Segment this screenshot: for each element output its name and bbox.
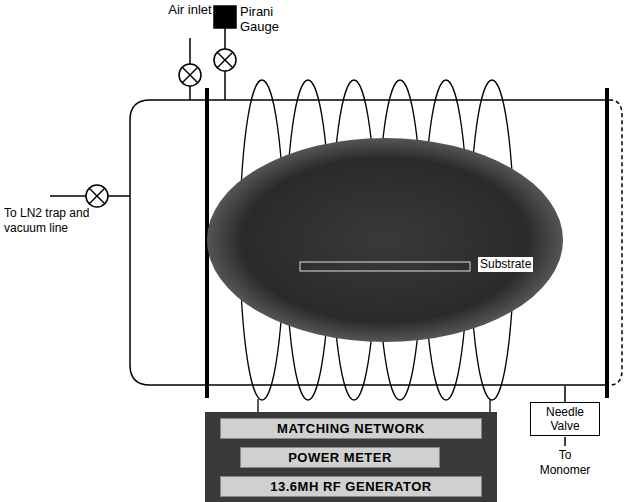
substrate-label: Substrate <box>478 257 533 272</box>
pipe-label: To Monomer <box>532 448 598 478</box>
plasma-glow <box>207 138 563 342</box>
air-valve <box>179 38 201 100</box>
box-text: 13.6MH RF GENERATOR <box>270 479 431 494</box>
pirani-gauge <box>214 6 236 100</box>
instrument-box: MATCHING NETWORK <box>220 418 482 439</box>
end-plate <box>605 88 609 398</box>
box-text: POWER METER <box>288 450 392 465</box>
vacuum-valve <box>50 185 130 207</box>
electronics-panel <box>205 412 497 502</box>
valve-box: Needle Valve <box>530 402 600 436</box>
substrate-plate <box>300 262 470 271</box>
instrument-box: POWER METER <box>240 447 440 468</box>
box-text: MATCHING NETWORK <box>277 421 425 436</box>
instrument-box: 13.6MH RF GENERATOR <box>220 476 482 497</box>
gauge-label: Pirani Gauge <box>240 4 302 34</box>
reactor-tube <box>130 100 622 385</box>
inlet-label: Air inlet <box>160 2 220 17</box>
pipe-label: To LN2 trap and vacuum line <box>4 206 122 236</box>
box-text: Needle Valve <box>535 405 595 433</box>
